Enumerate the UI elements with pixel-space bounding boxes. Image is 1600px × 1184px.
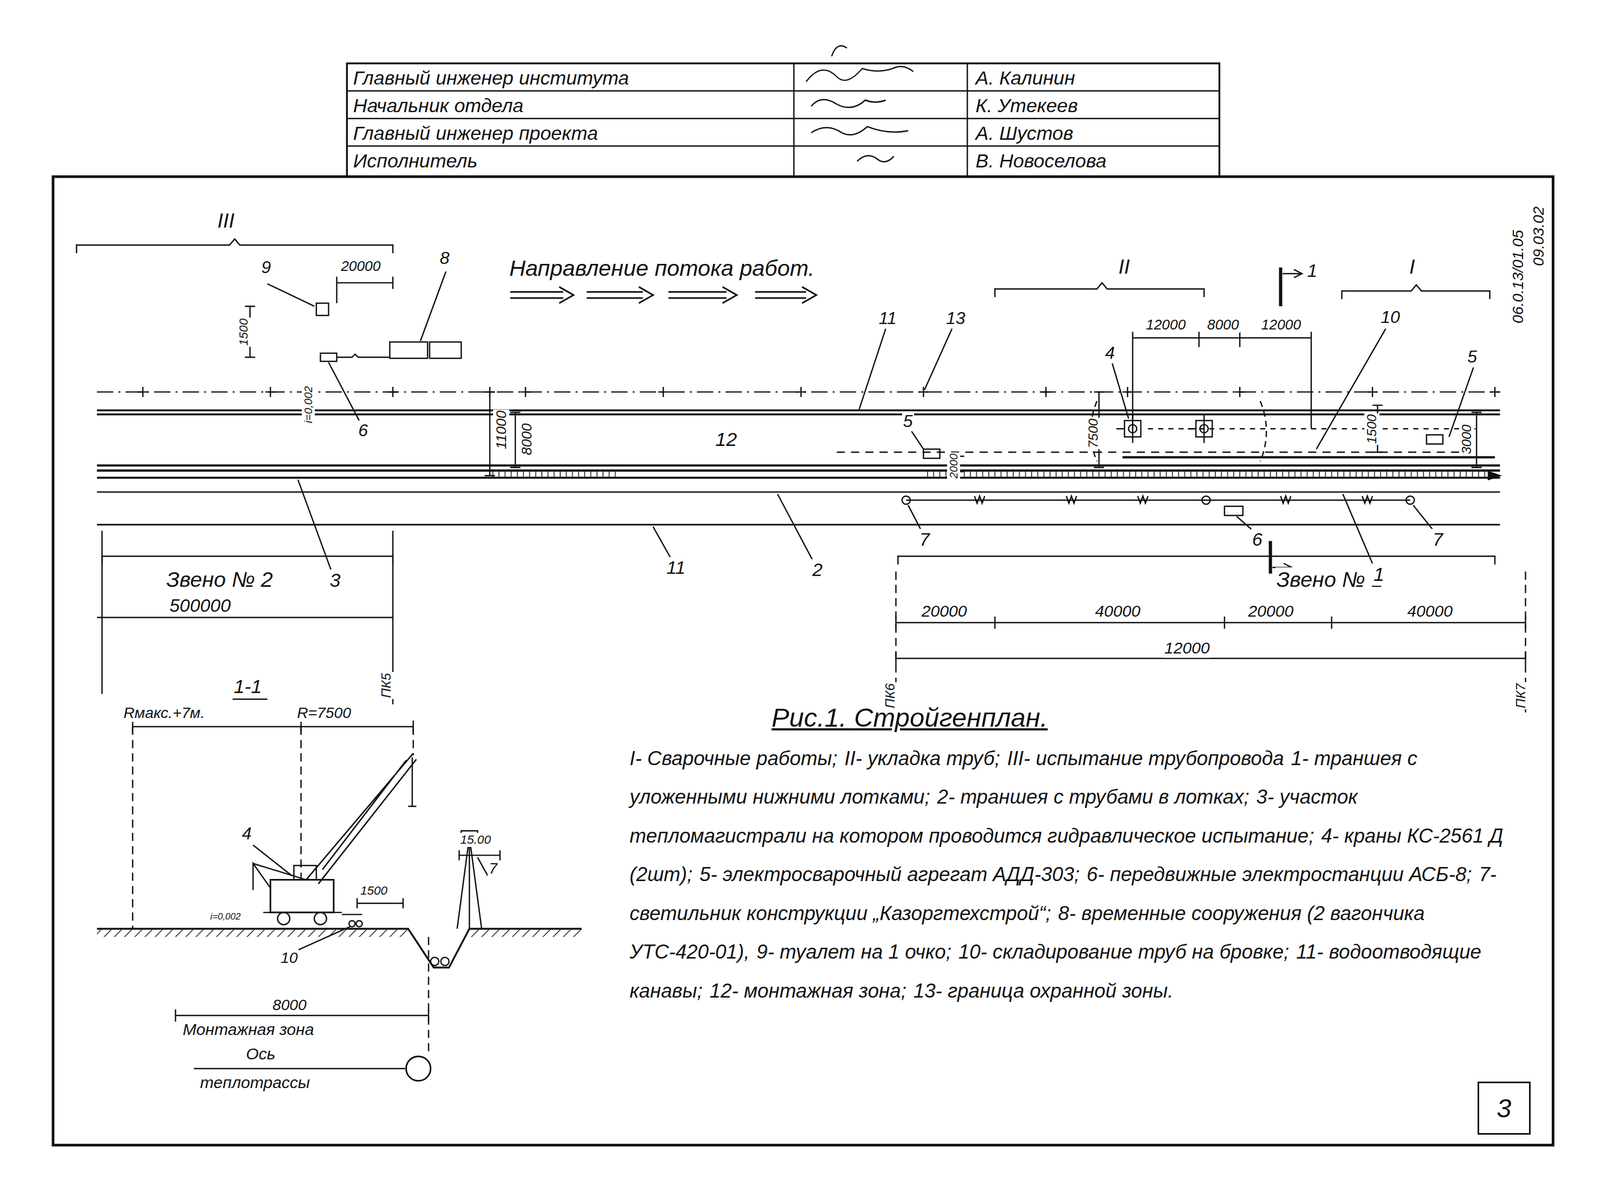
legend-note: I- Сварочные работы; bbox=[629, 747, 838, 770]
legend-note: 2- траншея с трубами в лотках; bbox=[937, 785, 1250, 808]
plan-label: Исполнитель bbox=[352, 150, 479, 173]
plan-label: 12 bbox=[714, 428, 738, 451]
plan-label: 15.00 bbox=[458, 832, 492, 847]
plan-label: 8000 bbox=[1206, 316, 1241, 333]
legend-note: 6- передвижные электростанции АСБ-8; bbox=[1086, 863, 1473, 886]
plan-label: Rмакс.+7м. bbox=[122, 703, 206, 722]
plan-label: R=7500 bbox=[295, 703, 353, 722]
plan-label: 13 bbox=[944, 308, 967, 329]
plan-label: 5 bbox=[902, 411, 915, 432]
plan-label: 40000 bbox=[1406, 601, 1454, 621]
plan-label: 10 bbox=[1379, 307, 1402, 328]
plan-label: 3000 bbox=[1459, 423, 1475, 456]
plan-label: А. Шустов bbox=[974, 122, 1075, 145]
plan-label: 12000 bbox=[1144, 316, 1187, 333]
legend-note: 10- складирование труб на бровке; bbox=[958, 940, 1290, 963]
plan-label: 11 bbox=[877, 308, 898, 329]
plan-label: 5 bbox=[1466, 346, 1479, 367]
page-number: 3 bbox=[1496, 1092, 1512, 1124]
plan-label: I bbox=[1408, 255, 1416, 279]
plan-label: 1500 bbox=[1364, 413, 1380, 445]
plan-label: 2000 bbox=[947, 452, 961, 480]
plan-label: 11 bbox=[665, 556, 687, 579]
plan-label: 12000 bbox=[1260, 316, 1302, 333]
plan-label: 09.03.02 bbox=[1529, 205, 1547, 268]
plan-label: II bbox=[1117, 255, 1131, 279]
plan-label: 7500 bbox=[1085, 417, 1101, 449]
plan-label: ПК5 bbox=[378, 671, 394, 699]
plan-label: 500000 bbox=[168, 594, 232, 617]
plan-label: 7 bbox=[1431, 528, 1444, 550]
plan-label: 6 bbox=[357, 420, 369, 441]
plan-label: 4 bbox=[1104, 342, 1117, 364]
plan-label: 7 bbox=[487, 859, 499, 877]
plan-label: 2 bbox=[811, 559, 824, 581]
plan-label: Главный инженер проекта bbox=[352, 122, 600, 145]
legend-note: 5- электросварочный агрегат АДД-303; bbox=[699, 863, 1080, 886]
plan-label: 1-1 bbox=[232, 675, 263, 698]
legend-notes: I- Сварочные работы; II- укладка труб; III… bbox=[629, 739, 1508, 1011]
plan-label: 8000 bbox=[271, 995, 308, 1014]
plan-label: 10 bbox=[279, 948, 299, 967]
plan-label: Звено № 2 bbox=[165, 567, 275, 592]
plan-label: 06.0.13/01.05 bbox=[1508, 228, 1527, 325]
plan-label: 8000 bbox=[518, 422, 535, 457]
plan-label: 1 bbox=[1306, 260, 1319, 282]
plan-label: 8 bbox=[438, 248, 451, 269]
plan-label: 4 bbox=[240, 823, 253, 844]
plan-label: Ось bbox=[244, 1044, 277, 1064]
plan-label: Начальник отдела bbox=[352, 94, 526, 118]
legend-note: 9- туалет на 1 очко; bbox=[756, 940, 952, 963]
plan-label: теплотрассы bbox=[198, 1073, 312, 1093]
plan-label: 1500 bbox=[236, 317, 251, 347]
plan-label: 1 bbox=[1372, 563, 1386, 586]
plan-label: 1500 bbox=[359, 883, 389, 898]
plan-label: А. Калинин bbox=[974, 67, 1077, 90]
plan-label: В. Новоселова bbox=[974, 150, 1109, 173]
plan-label: 3 bbox=[328, 569, 342, 592]
plan-label: 11000 bbox=[493, 409, 510, 450]
plan-label: 7 bbox=[918, 528, 931, 550]
plan-label: ПК7 bbox=[1513, 682, 1529, 710]
plan-label: i=0,002 bbox=[301, 385, 315, 425]
plan-label: 12000 bbox=[1163, 638, 1211, 658]
legend-note: III- испытание трубопровода bbox=[1007, 747, 1285, 770]
plan-label: Звено № 1 bbox=[1275, 567, 1385, 592]
plan-label: Главный инженер института bbox=[352, 67, 631, 90]
plan-label: i=0,002 bbox=[209, 911, 242, 922]
plan-label: Направление потока работ. bbox=[508, 255, 816, 282]
figure-title: Рис.1. Стройгенплан. bbox=[770, 702, 1049, 733]
plan-label: Монтажная зона bbox=[181, 1020, 315, 1040]
legend-note: II- укладка труб; bbox=[844, 747, 1001, 770]
plan-label: К. Утекеев bbox=[974, 94, 1080, 118]
plan-label: 40000 bbox=[1093, 601, 1142, 621]
plan-label: III bbox=[216, 209, 236, 233]
plan-label: 9 bbox=[260, 257, 272, 278]
plan-label: 20000 bbox=[339, 257, 382, 275]
plan-label: 20000 bbox=[920, 601, 969, 621]
plan-label: 20000 bbox=[1246, 601, 1295, 621]
page-number-box: 3 bbox=[1477, 1081, 1531, 1135]
legend-note: 12- монтажная зона; bbox=[709, 979, 907, 1002]
plan-label: 6 bbox=[1251, 528, 1264, 550]
legend-note: 13- граница охранной зоны. bbox=[913, 979, 1174, 1002]
plan-label: ПК6 bbox=[882, 682, 898, 710]
